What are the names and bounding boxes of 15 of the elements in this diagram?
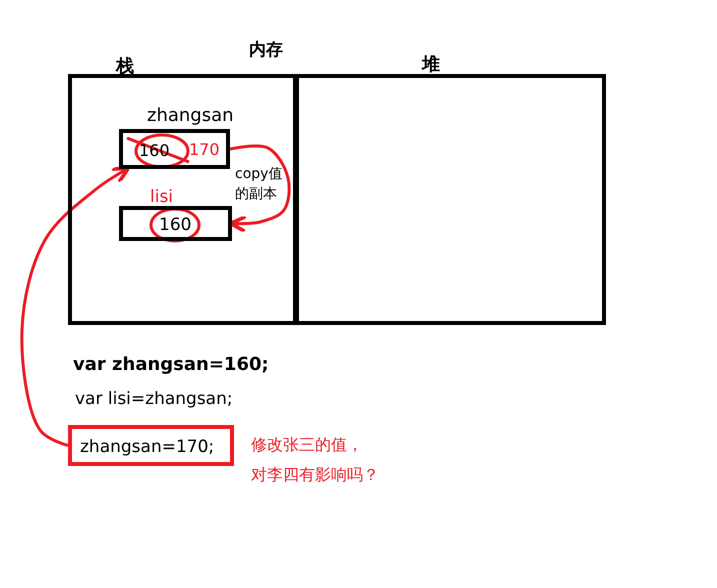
code-line: var lisi=zhangsan; [75,389,233,410]
heading: 栈 [116,56,134,78]
heading: 堆 [422,54,440,76]
memory-heading: 内存 [249,40,283,60]
value-text: zhangsan=170; [80,437,214,458]
code-line: var zhangsan=160; [73,354,269,376]
value-text: 160 [159,215,192,236]
curved-arrow [20,166,130,447]
code-box [68,425,234,466]
curved-arrow [228,144,291,234]
value-text: 170 [189,140,220,160]
question-note: 修改张三的值，对李四有影响吗？ [251,434,380,486]
variable-name: lisi [150,187,174,208]
edge-label: copy值的副本 [235,165,284,204]
variable-name: zhangsan [147,105,234,127]
